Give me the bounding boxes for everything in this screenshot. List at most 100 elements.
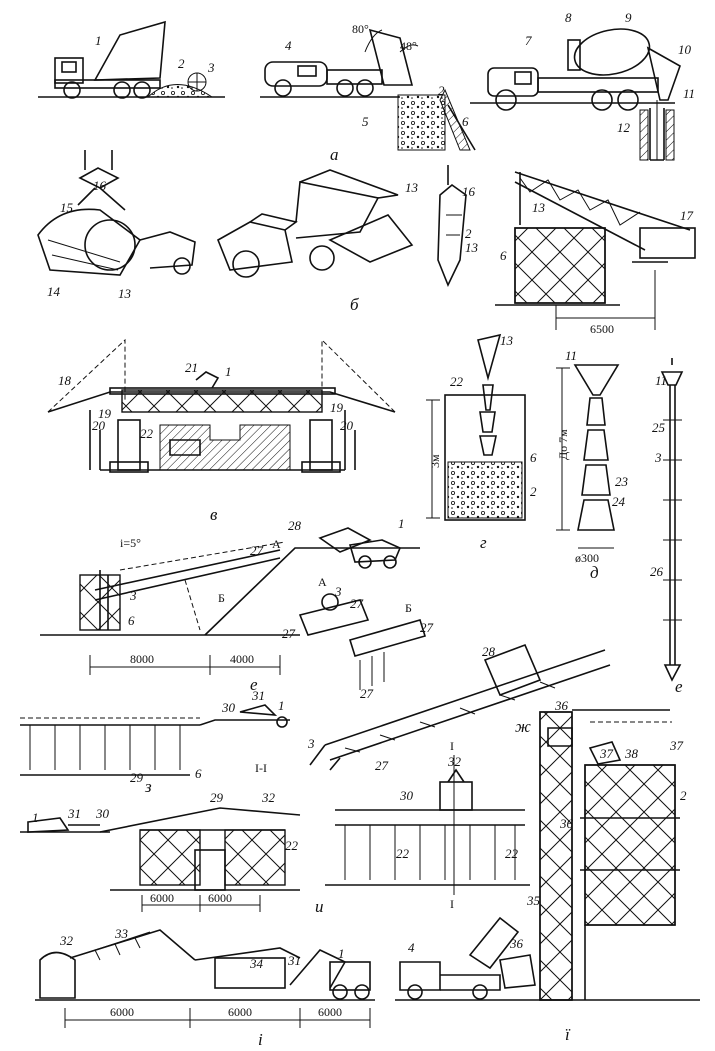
label-A: A xyxy=(272,537,281,551)
panel-letter-e: е xyxy=(250,675,258,694)
slope-label: i=5° xyxy=(120,536,141,550)
callout-6: 6 xyxy=(462,114,469,129)
callout-10: 10 xyxy=(678,42,692,57)
callout-22e: 22 xyxy=(505,846,519,861)
callout-18: 18 xyxy=(58,373,72,388)
dim-8000: 8000 xyxy=(130,652,154,666)
callout-24: 24 xyxy=(612,494,626,509)
label-B: Б xyxy=(218,591,225,605)
callout-13e: 13 xyxy=(500,333,514,348)
callout-27f: 27 xyxy=(375,758,389,773)
angle-80: 80° xyxy=(352,22,369,36)
callout-27e: 27 xyxy=(360,686,374,701)
panel-letter-a: а xyxy=(330,145,339,164)
panel-letter-i3: ї xyxy=(565,1025,571,1044)
callout-22: 22 xyxy=(140,426,154,441)
callout-17: 17 xyxy=(680,208,694,223)
callout-30: 30 xyxy=(221,700,236,715)
callout-22d: 22 xyxy=(396,846,410,861)
callout-16: 16 xyxy=(93,178,107,193)
dim-6000b: 6000 xyxy=(208,891,232,905)
panel-letter-zh: ж xyxy=(515,717,531,736)
callout-26: 26 xyxy=(650,564,664,579)
panel-zh xyxy=(309,643,611,771)
callout-28b: 28 xyxy=(482,644,496,659)
callout-4: 4 xyxy=(285,38,292,53)
callout-33: 33 xyxy=(114,926,129,941)
panel-letter-i: и xyxy=(315,897,324,916)
callout-32: 32 xyxy=(261,790,276,805)
dim-6000c: 6000 xyxy=(110,1005,134,1019)
panel-i2 xyxy=(35,929,375,1028)
callout-12: 12 xyxy=(617,120,631,135)
callout-25: 25 xyxy=(652,420,666,435)
callout-1f: 1 xyxy=(338,946,345,961)
panel-letter-g: г xyxy=(480,533,487,552)
callout-2: 2 xyxy=(178,56,185,71)
callout-1: 1 xyxy=(95,33,102,48)
callout-32b: 32 xyxy=(447,754,462,769)
callout-6d: 6 xyxy=(128,613,135,628)
dim-do-7m: До 7м xyxy=(556,429,570,460)
callout-11b: 11 xyxy=(565,348,577,363)
section-I-bottom: I xyxy=(450,897,454,911)
dim-6000a: 6000 xyxy=(150,891,174,905)
callout-11: 11 xyxy=(683,86,695,101)
callout-30c: 30 xyxy=(399,788,414,803)
callout-27d: 27 xyxy=(420,620,434,635)
callout-1d: 1 xyxy=(278,698,285,713)
labels: а б в г д е е ж з и і ї 1 2 3 4 5 2 6 7 … xyxy=(32,10,695,1049)
callout-9: 9 xyxy=(625,10,632,25)
callout-3e: 3 xyxy=(307,736,315,751)
callout-13: 13 xyxy=(118,286,132,301)
callout-15: 15 xyxy=(60,200,74,215)
callout-2c: 2 xyxy=(465,226,472,241)
label-B2: Б xyxy=(405,601,412,615)
section-I-I: I-I xyxy=(255,761,267,775)
callout-5: 5 xyxy=(362,114,369,129)
callout-13d: 13 xyxy=(532,200,546,215)
callout-22c: 22 xyxy=(285,838,299,853)
callout-3b: 3 xyxy=(654,450,662,465)
callout-36c: 36 xyxy=(509,936,524,951)
callout-6b: 6 xyxy=(500,248,507,263)
callout-31: 31 xyxy=(251,688,265,703)
callout-37: 37 xyxy=(599,746,614,761)
callout-21: 21 xyxy=(185,360,198,375)
panel-g xyxy=(426,333,526,521)
callout-2b: 2 xyxy=(438,83,445,98)
callout-6c: 6 xyxy=(530,450,537,465)
dim-d300: ø300 xyxy=(575,551,599,565)
callout-1c: 1 xyxy=(398,516,405,531)
dump-truck-4 xyxy=(264,28,414,97)
dump-truck-1 xyxy=(54,20,166,99)
label-A2: A xyxy=(318,575,327,589)
callout-28: 28 xyxy=(288,518,302,533)
callout-30b: 30 xyxy=(95,806,110,821)
panel-letter-z: з xyxy=(144,777,152,796)
panel-letter-e2: е xyxy=(675,677,683,696)
callout-31b: 31 xyxy=(67,806,81,821)
callout-4b: 4 xyxy=(408,940,415,955)
callout-20b: 20 xyxy=(340,418,354,433)
callout-38: 38 xyxy=(624,746,639,761)
panel-b xyxy=(37,150,696,330)
callout-8: 8 xyxy=(565,10,572,25)
panel-i xyxy=(20,755,530,912)
callout-37b: 37 xyxy=(669,738,684,753)
callout-13b: 13 xyxy=(405,180,419,195)
dim-3m: 3м xyxy=(428,454,442,468)
panel-i3 xyxy=(395,709,700,1001)
callout-29b: 29 xyxy=(210,790,224,805)
callout-36b: 36 xyxy=(559,816,574,831)
mixer-truck-7 xyxy=(487,28,681,111)
callout-11c: 11 xyxy=(655,373,667,388)
callout-6e: 6 xyxy=(195,766,202,781)
callout-13c: 13 xyxy=(465,240,479,255)
dim-4000: 4000 xyxy=(230,652,254,666)
panel-z xyxy=(20,704,290,776)
callout-3d: 3 xyxy=(334,584,342,599)
section-I-top: I xyxy=(450,739,454,753)
callout-31c: 31 xyxy=(287,953,301,968)
